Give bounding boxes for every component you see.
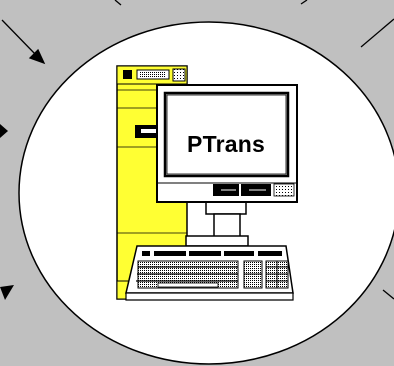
arrow-top-edge-left bbox=[115, 0, 121, 5]
arrow-left bbox=[0, 124, 8, 138]
keyboard-icon bbox=[126, 246, 293, 300]
monitor-screen-label: PTrans bbox=[176, 126, 276, 162]
arrow-top-left bbox=[2, 20, 44, 63]
arrow-bottom-right bbox=[383, 290, 394, 299]
arrow-top-edge-right bbox=[301, 0, 307, 4]
arrow-bottom-left bbox=[0, 285, 14, 300]
arrow-top-right bbox=[361, 19, 394, 47]
